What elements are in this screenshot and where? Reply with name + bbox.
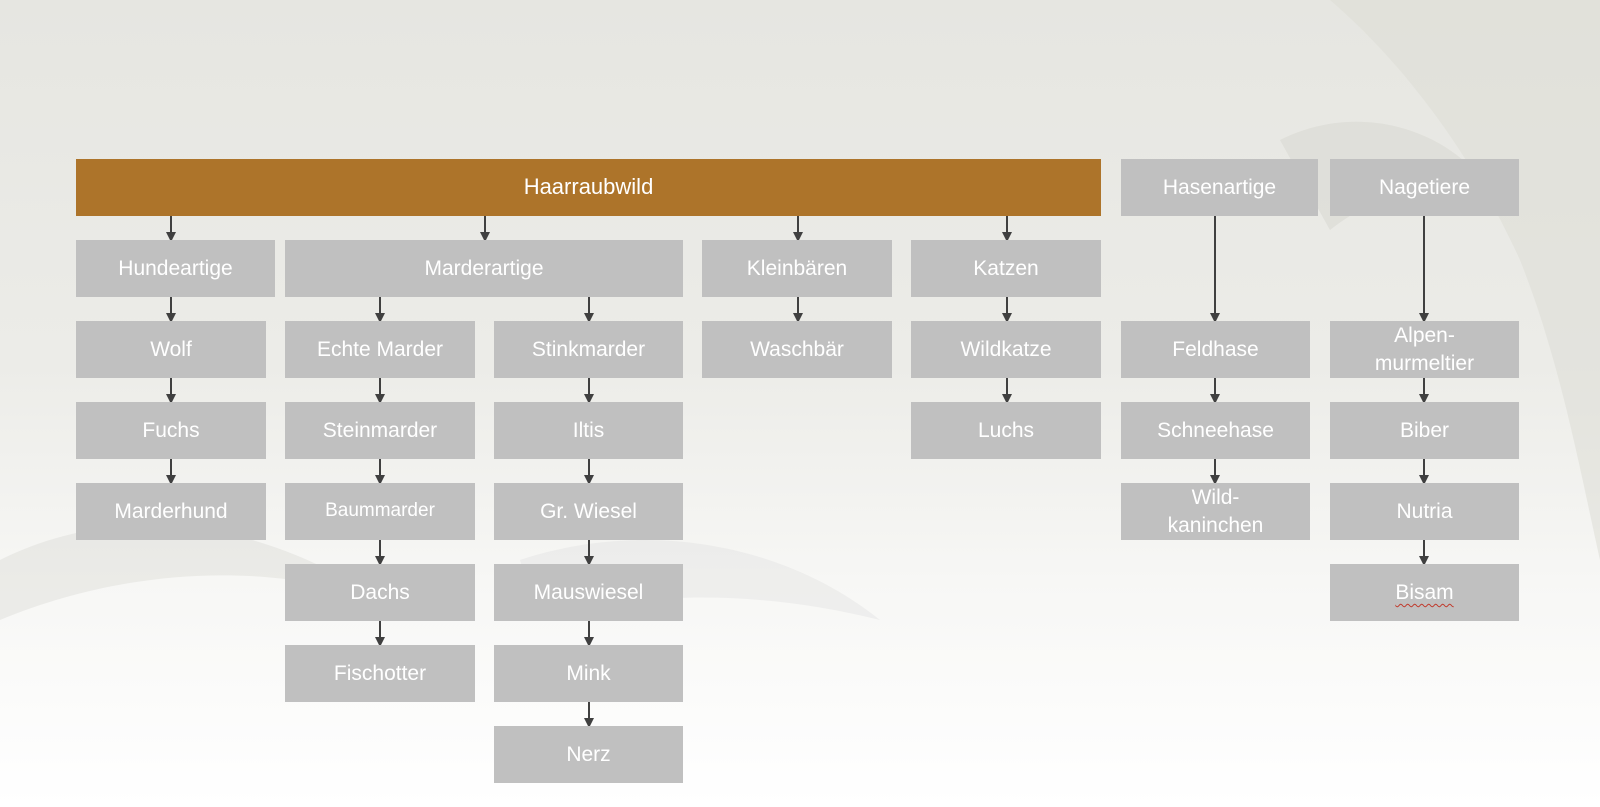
- node-alpenmurmeltier-line2: murmeltier: [1374, 351, 1475, 375]
- node-alpenmurmeltier: Alpen- murmeltier: [1330, 321, 1519, 378]
- node-baummarder: Baummarder: [285, 483, 475, 540]
- node-marderartige: Marderartige: [285, 240, 683, 297]
- node-bisam-label: Bisam: [1395, 580, 1454, 604]
- node-wildkaninchen: Wild- kaninchen: [1121, 483, 1310, 540]
- node-luchs: Luchs: [911, 402, 1101, 459]
- node-wildkatze: Wildkatze: [911, 321, 1101, 378]
- node-marderhund: Marderhund: [76, 483, 266, 540]
- node-kleinbaeren: Kleinbären: [702, 240, 892, 297]
- node-dachs: Dachs: [285, 564, 475, 621]
- node-schneehase: Schneehase: [1121, 402, 1310, 459]
- node-echte-marder: Echte Marder: [285, 321, 475, 378]
- node-waschbaer: Waschbär: [702, 321, 892, 378]
- node-fuchs: Fuchs: [76, 402, 266, 459]
- node-katzen: Katzen: [911, 240, 1101, 297]
- node-wildkaninchen-line1: Wild-: [1191, 485, 1240, 509]
- node-steinmarder: Steinmarder: [285, 402, 475, 459]
- node-nutria: Nutria: [1330, 483, 1519, 540]
- node-alpenmurmeltier-line1: Alpen-: [1394, 323, 1455, 347]
- node-fischotter: Fischotter: [285, 645, 475, 702]
- node-nagetiere: Nagetiere: [1330, 159, 1519, 216]
- node-hundeartige: Hundeartige: [76, 240, 275, 297]
- node-nerz: Nerz: [494, 726, 683, 783]
- node-wolf: Wolf: [76, 321, 266, 378]
- node-haarraubwild: Haarraubwild: [76, 159, 1101, 216]
- node-biber: Biber: [1330, 402, 1519, 459]
- node-hasenartige: Hasenartige: [1121, 159, 1318, 216]
- node-mink: Mink: [494, 645, 683, 702]
- node-feldhase: Feldhase: [1121, 321, 1310, 378]
- node-stinkmarder: Stinkmarder: [494, 321, 683, 378]
- node-mauswiesel: Mauswiesel: [494, 564, 683, 621]
- node-bisam: Bisam: [1330, 564, 1519, 621]
- node-wildkaninchen-line2: kaninchen: [1167, 513, 1264, 537]
- node-iltis: Iltis: [494, 402, 683, 459]
- node-gr-wiesel: Gr. Wiesel: [494, 483, 683, 540]
